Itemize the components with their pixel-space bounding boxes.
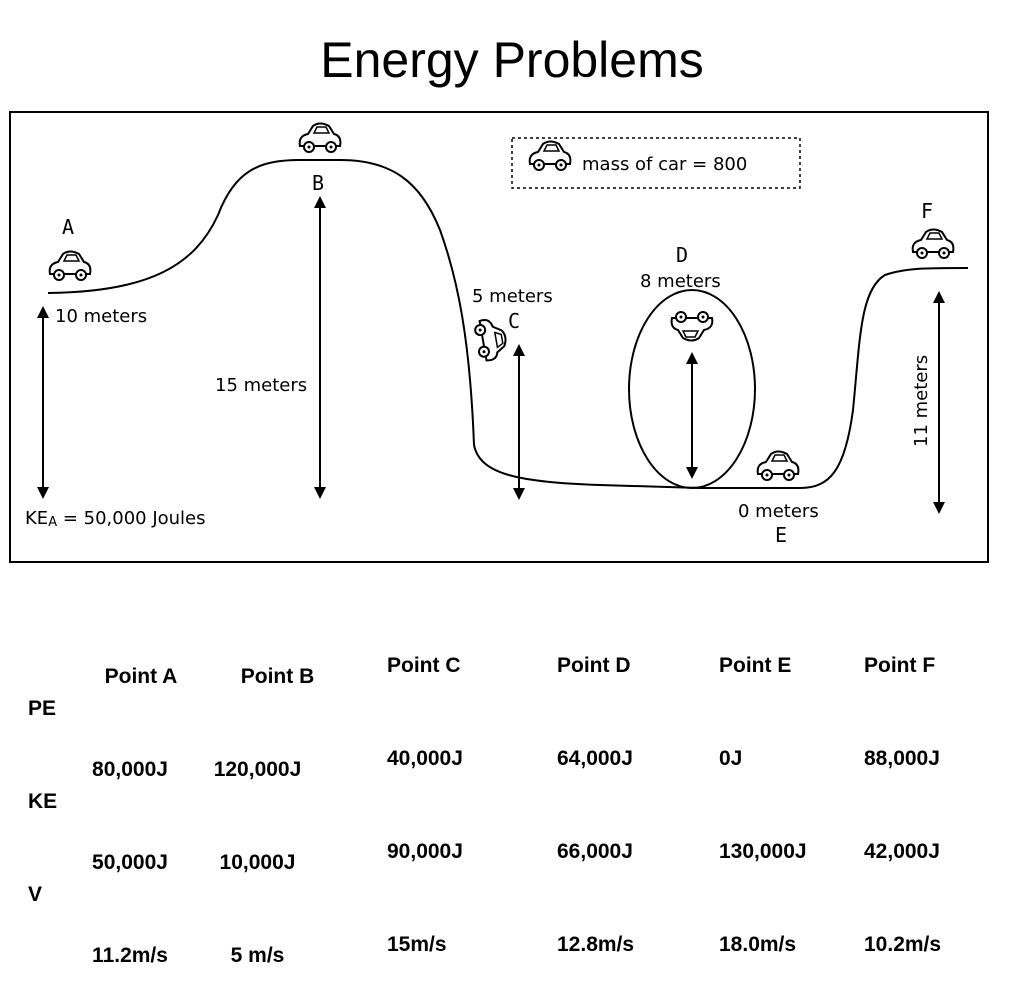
value-ke-c: 90,000J	[387, 840, 463, 863]
value-ke-a: 50,000J	[92, 851, 168, 874]
ke-note-sub: A	[48, 515, 57, 530]
ke-note-prefix: KE	[25, 508, 48, 529]
point-label-b: B	[312, 171, 324, 195]
header-point-f: Point F	[864, 654, 936, 677]
header-point-e: Point E	[719, 654, 792, 677]
roller-coaster-diagram: mass of car = 800 A B C D E F 10 meters …	[9, 111, 989, 563]
point-label-a: A	[62, 215, 74, 239]
table-column-a: Point A 80,000J 50,000J 11.2m/s	[75, 599, 185, 1002]
table-row-labels: PE KE V	[28, 631, 57, 941]
value-v-c: 15m/s	[387, 933, 447, 956]
table-column-f: Point F 88,000J 42,000J 10.2m/s	[864, 588, 941, 991]
value-v-b: 5 m/s	[230, 944, 285, 967]
diagram-frame	[9, 111, 989, 563]
car-icon-e	[756, 450, 800, 481]
value-pe-d: 64,000J	[557, 747, 633, 770]
table-column-c: Point C 40,000J 90,000J 15m/s	[387, 588, 463, 991]
header-point-b: Point B	[240, 665, 315, 688]
height-label-b: 15 meters	[215, 375, 307, 396]
value-pe-c: 40,000J	[387, 747, 463, 770]
page-title: Energy Problems	[320, 32, 704, 88]
legend-car-icon	[528, 140, 572, 171]
value-pe-f: 88,000J	[864, 747, 940, 770]
row-label-pe: PE	[28, 697, 57, 720]
value-ke-e: 130,000J	[719, 840, 807, 863]
row-label-v: V	[28, 883, 43, 906]
height-label-c: 5 meters	[472, 286, 553, 307]
value-v-f: 10.2m/s	[864, 933, 942, 956]
legend-box	[511, 137, 801, 189]
car-icon-b	[298, 122, 342, 153]
legend-text: mass of car = 800	[582, 154, 747, 175]
loop-track	[628, 289, 756, 489]
value-v-a: 11.2m/s	[92, 944, 168, 967]
car-icon-f	[911, 228, 955, 259]
point-label-c: C	[508, 309, 520, 333]
header-point-a: Point A	[104, 665, 178, 688]
value-v-d: 12.8m/s	[557, 933, 635, 956]
point-label-e: E	[775, 523, 787, 547]
value-v-e: 18.0m/s	[719, 933, 797, 956]
value-pe-b: 120,000J	[213, 758, 302, 781]
ke-note-rest: = 50,000 Joules	[57, 508, 205, 529]
car-icon-a	[48, 250, 92, 281]
height-label-f: 11 meters	[911, 355, 932, 447]
ke-note: KEA = 50,000 Joules	[25, 508, 206, 530]
car-icon-c	[472, 315, 510, 363]
value-pe-a: 80,000J	[92, 758, 168, 781]
value-ke-b: 10,000J	[219, 851, 296, 874]
row-label-ke: KE	[28, 790, 58, 813]
table-column-e: Point E 0J 130,000J 18.0m/s	[719, 588, 807, 991]
table-column-d: Point D 64,000J 66,000J 12.8m/s	[557, 588, 634, 991]
track-curve	[47, 159, 969, 489]
height-label-a: 10 meters	[55, 306, 147, 327]
table-column-b: Point B 120,000J 10,000J 5 m/s	[195, 599, 320, 1002]
value-pe-e: 0J	[719, 747, 743, 770]
car-icon-d	[670, 311, 714, 342]
value-ke-d: 66,000J	[557, 840, 633, 863]
height-label-d: 8 meters	[640, 271, 721, 292]
point-label-d: D	[676, 243, 688, 267]
value-ke-f: 42,000J	[864, 840, 940, 863]
height-label-e: 0 meters	[738, 501, 819, 522]
header-point-d: Point D	[557, 654, 631, 677]
header-point-c: Point C	[387, 654, 461, 677]
point-label-f: F	[921, 199, 933, 223]
